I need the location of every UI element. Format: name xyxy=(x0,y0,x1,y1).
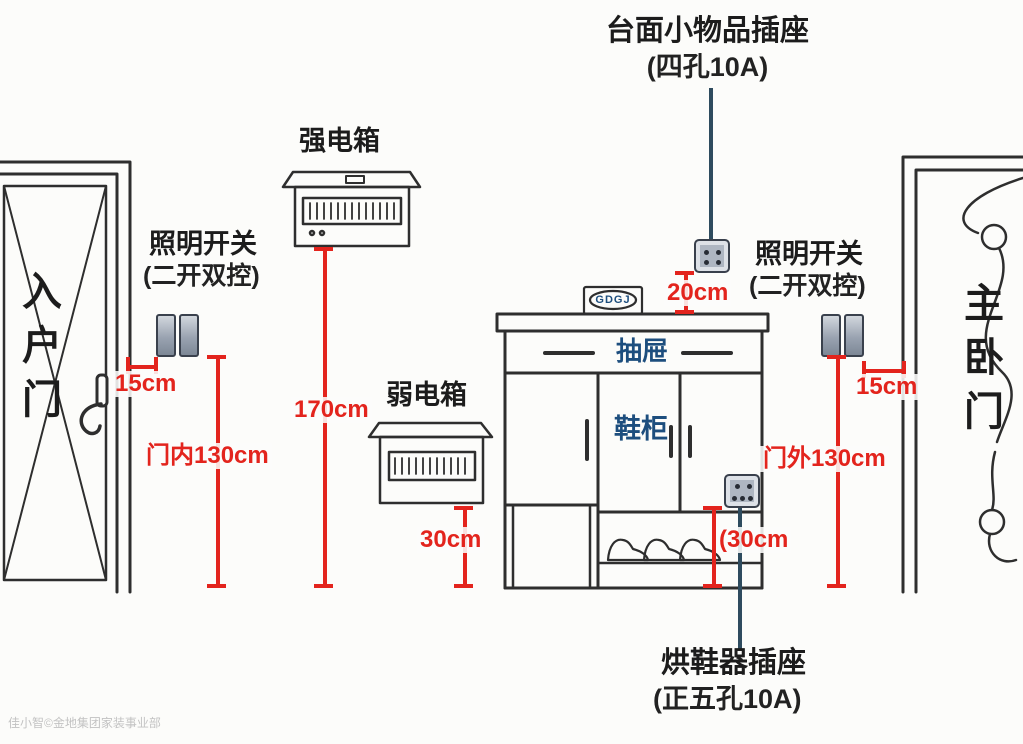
master-door-label: 主卧门 xyxy=(958,282,1002,444)
dim-label: 30cm xyxy=(417,526,485,554)
switch-key xyxy=(844,314,864,357)
switch-key xyxy=(156,314,176,357)
right-switch-spec: (二开双控) xyxy=(749,272,866,300)
dryer-outlet-spec: (正五孔10A) xyxy=(653,684,802,714)
socket-hole xyxy=(747,484,752,489)
door-handle-icon xyxy=(79,373,109,436)
drawer-label: 抽屉 xyxy=(616,336,669,366)
switch-key xyxy=(821,314,841,357)
socket-hole xyxy=(704,260,709,265)
dim-label: 170cm xyxy=(291,396,372,424)
switch-key xyxy=(179,314,199,357)
weak-electric-box-drawing xyxy=(367,421,494,505)
weak-box-label: 弱电箱 xyxy=(386,380,467,410)
dim-label: 门内130cm xyxy=(143,442,272,470)
socket-hole xyxy=(748,496,753,501)
counter-outlet-socket xyxy=(694,239,730,273)
left-switch-label: 照明开关 xyxy=(149,229,257,259)
shoes-drawing xyxy=(606,538,722,562)
dryer-outlet-socket xyxy=(724,474,760,508)
socket-hole xyxy=(704,250,709,255)
strong-box-label: 强电箱 xyxy=(299,126,380,156)
dim-label: (30cm xyxy=(716,526,792,554)
right-switch-label: 照明开关 xyxy=(755,239,863,269)
dryer-outlet-connector-line xyxy=(738,508,742,650)
counter-outlet-connector-line xyxy=(709,88,713,240)
socket-hole xyxy=(732,496,737,501)
gdgj-sign-text: GDGJ xyxy=(595,294,631,306)
counter-outlet-title: 台面小物品插座 xyxy=(605,15,809,47)
socket-hole xyxy=(716,250,721,255)
strong-electric-box-drawing xyxy=(281,170,422,248)
entry-door-label: 入户门 xyxy=(16,270,60,432)
dryer-outlet-title: 烘鞋器插座 xyxy=(661,647,807,679)
gdgj-sign-drawing xyxy=(582,285,644,316)
shoe-cabinet-label: 鞋柜 xyxy=(614,414,668,444)
left-light-switch xyxy=(156,314,199,357)
left-switch-spec: (二开双控) xyxy=(143,262,260,290)
right-light-switch xyxy=(821,314,864,357)
dim-label: 15cm xyxy=(853,373,921,401)
watermark-text: 佳小智©金地集团家装事业部 xyxy=(8,716,161,730)
dim-label: 门外130cm xyxy=(760,445,889,473)
dim-label: 20cm xyxy=(664,279,732,307)
dim-label: 15cm xyxy=(112,370,180,398)
counter-outlet-spec: (四孔10A) xyxy=(646,52,769,82)
socket-hole xyxy=(735,484,740,489)
socket-hole xyxy=(716,260,721,265)
socket-hole xyxy=(740,496,745,501)
